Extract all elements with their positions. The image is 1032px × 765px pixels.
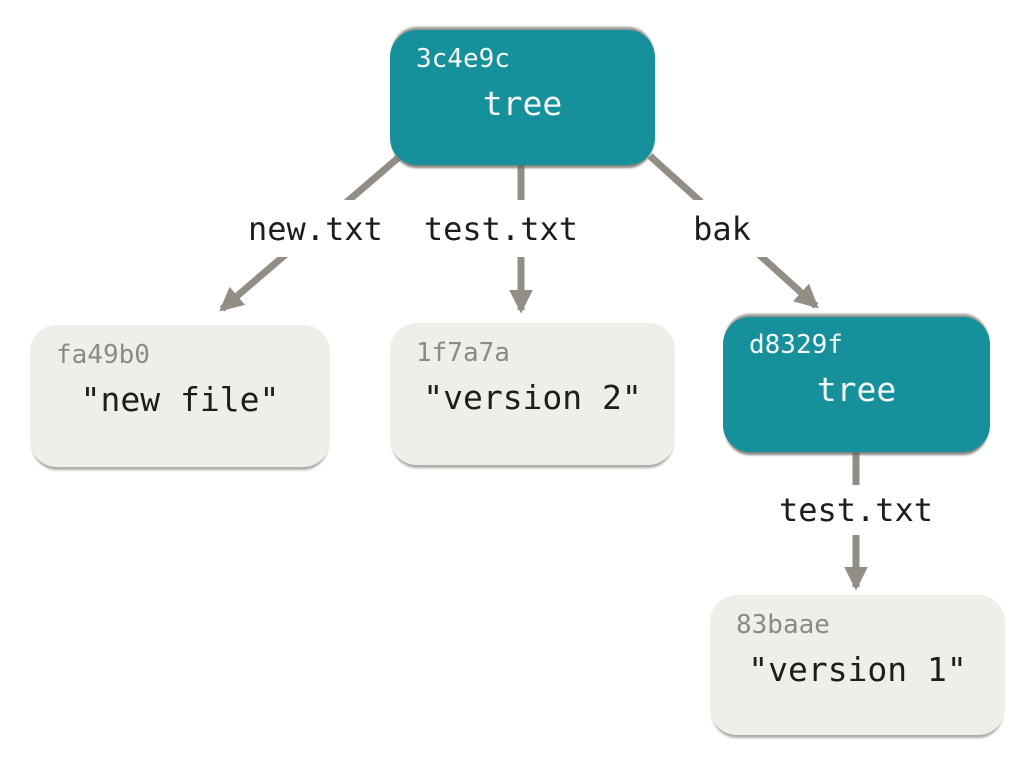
node-content-label: "version 2" [423,378,642,418]
node-root-tree: 3c4e9c tree [390,30,655,165]
node-sub-tree: d8329f tree [723,317,990,452]
node-blob-newfile: fa49b0 "new file" [30,325,330,467]
node-type-label: tree [482,84,563,124]
node-hash: fa49b0 [56,340,150,370]
node-content-label: "new file" [80,380,280,420]
edge-label-bak: bak [668,200,776,257]
node-hash: 1f7a7a [416,338,510,368]
edge-label-test-txt: test.txt [423,209,578,248]
edge-labels-new-test: new.txt test.txt [238,200,648,257]
node-hash: 3c4e9c [416,44,510,74]
node-type-label: tree [816,370,897,410]
edge-label-bak-text: bak [693,209,751,248]
node-content-label: "version 1" [748,650,967,690]
edge-label-new-txt: new.txt [248,209,383,248]
edge-label-test-txt-sub: test.txt [712,485,1000,535]
node-blob-version2: 1f7a7a "version 2" [390,323,675,465]
node-hash: 83baae [736,610,830,640]
node-hash: d8329f [749,330,843,360]
edge-label-test-txt-text: test.txt [778,491,934,529]
node-blob-version1: 83baae "version 1" [710,595,1005,735]
